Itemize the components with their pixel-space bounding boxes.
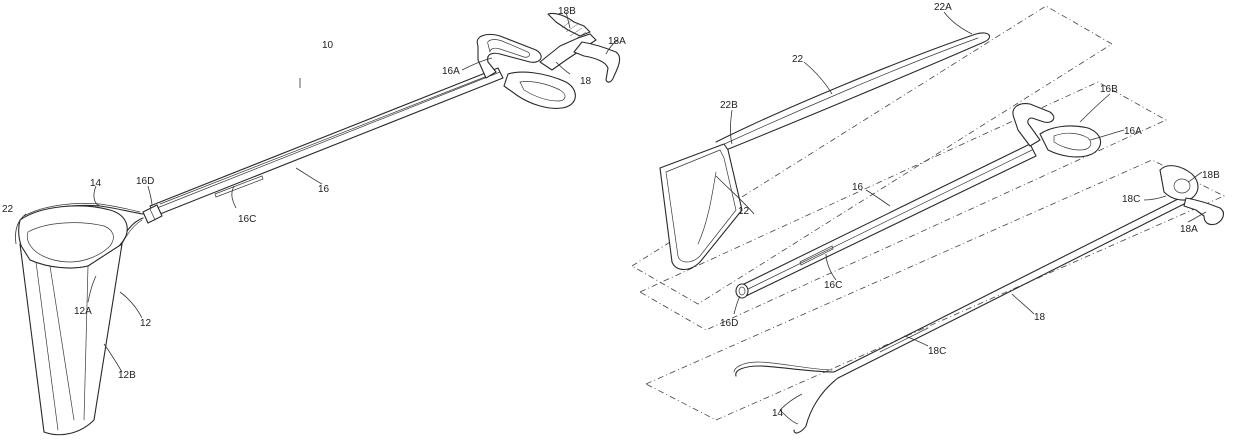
right-labels: 22A 22 22B 12 16B 16A 16 16C 16D 18B 18C… — [720, 2, 1220, 419]
bag-12 — [19, 206, 127, 435]
exploded-view: 22A 22 22B 12 16B 16A 16 16C 16D 18B 18C… — [632, 2, 1224, 433]
label-16D-left: 16D — [136, 176, 154, 187]
label-16D-right: 16D — [720, 318, 738, 329]
label-10: 10 — [322, 40, 334, 51]
label-18C-bottom: 18C — [928, 346, 946, 357]
label-22-right: 22 — [792, 54, 804, 65]
right-leaders — [716, 12, 1206, 424]
label-14-left: 14 — [90, 178, 102, 189]
label-16A-right: 16A — [1124, 126, 1142, 137]
part-18-rod — [734, 166, 1223, 433]
label-18A-left: 18A — [608, 36, 626, 47]
label-14-right: 14 — [772, 408, 784, 419]
label-16B: 16B — [1100, 84, 1118, 95]
label-18B-right: 18B — [1202, 170, 1220, 181]
part-22-bag — [660, 33, 990, 270]
handle-18 — [540, 13, 620, 82]
label-18B-left: 18B — [558, 6, 576, 17]
label-18-left: 18 — [580, 76, 592, 87]
assembled-device: 10 18B 18A 16A 18 16 16D 16C 14 22 12A 1… — [2, 6, 626, 435]
label-12-right: 12 — [738, 206, 750, 217]
label-12A: 12A — [74, 306, 92, 317]
label-18A-right: 18A — [1180, 224, 1198, 235]
label-16C-right: 16C — [824, 280, 842, 291]
label-16C-left: 16C — [238, 214, 256, 225]
label-18C-top: 18C — [1122, 194, 1140, 205]
label-16-right: 16 — [852, 182, 864, 193]
label-18-right: 18 — [1034, 312, 1046, 323]
part-16-tube — [736, 104, 1101, 298]
label-22A: 22A — [934, 2, 952, 13]
label-22B: 22B — [720, 100, 738, 111]
label-12-left: 12 — [140, 318, 152, 329]
label-16-left: 16 — [318, 184, 330, 195]
label-16A-left: 16A — [442, 66, 460, 77]
label-22-left: 22 — [2, 204, 14, 215]
label-12B: 12B — [118, 370, 136, 381]
